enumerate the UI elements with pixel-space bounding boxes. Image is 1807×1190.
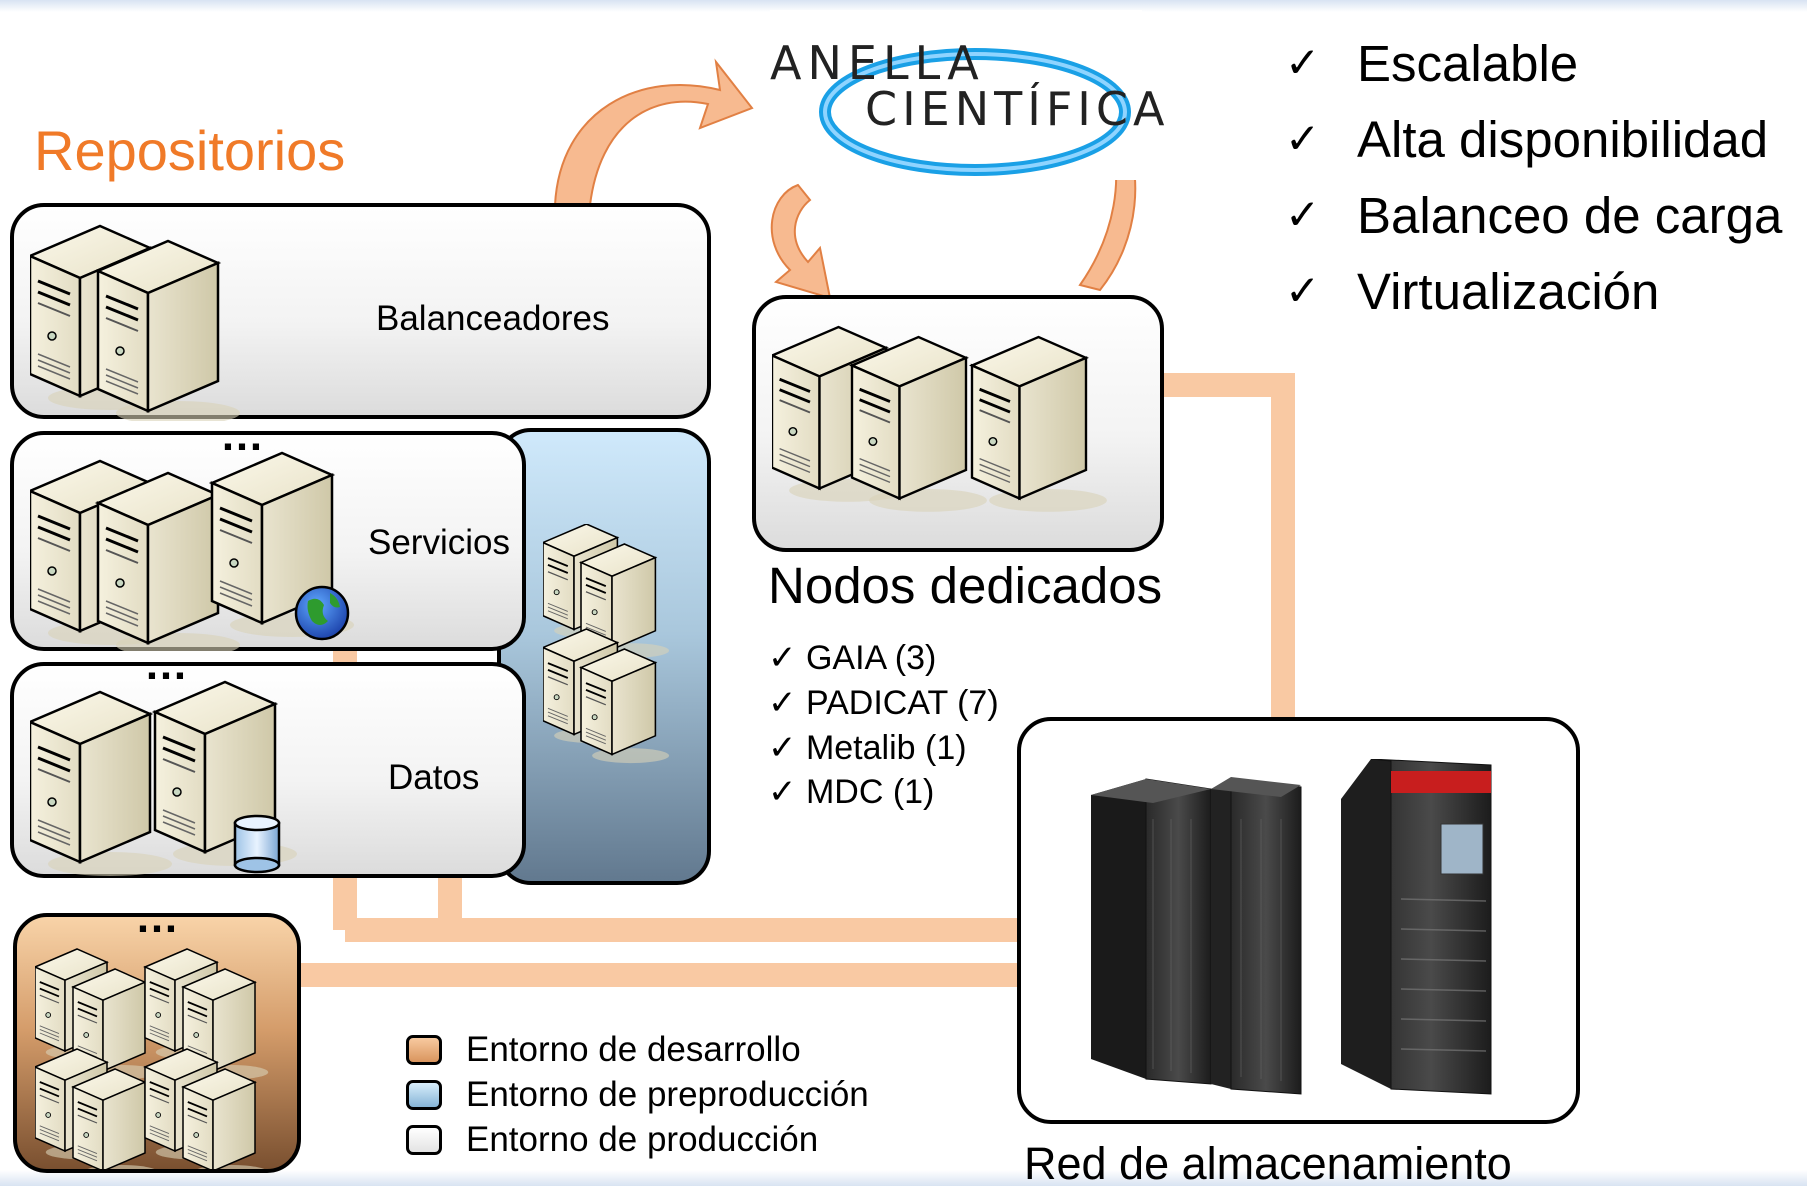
check-icon: ✓: [768, 729, 797, 767]
legend-label: Entorno de preproducción: [466, 1075, 869, 1114]
feature-item: Alta disponibilidad: [1357, 111, 1769, 168]
globe-icon: [294, 585, 350, 641]
nodos-item: ✓ Metalib (1): [768, 729, 967, 767]
storage-box: [1017, 717, 1580, 1124]
anella-ring-icon: [819, 48, 1131, 176]
balanceadores-box: Balanceadores: [10, 203, 711, 421]
servicios-servers-icon: [30, 451, 356, 651]
datos-ellipsis: …: [144, 640, 188, 689]
datos-box: … Datos: [10, 640, 526, 878]
bottom-band: [0, 1170, 1807, 1186]
balanceadores-servers-icon: [30, 224, 242, 421]
servicios-label: Servicios: [368, 523, 510, 562]
preproduction-servers-icon: [543, 524, 670, 765]
check-icon: ✓: [768, 773, 797, 811]
legend-swatch-preproduction: [406, 1080, 442, 1110]
development-box: …: [13, 893, 301, 1173]
check-icon: ✓: [1285, 267, 1321, 314]
check-icon: ✓: [1285, 191, 1321, 238]
legend-swatch-development: [406, 1035, 442, 1065]
database-icon: [233, 814, 281, 874]
legend-label: Entorno de desarrollo: [466, 1030, 801, 1069]
page-title: Repositorios: [34, 119, 346, 182]
top-band: [0, 0, 1807, 12]
preproduction-box: [497, 428, 711, 885]
nodos-servers-icon: [772, 325, 1109, 514]
nodos-item: ✓ MDC (1): [768, 773, 935, 811]
anella-line1: ANELLA: [770, 36, 985, 90]
feature-item: Escalable: [1357, 35, 1579, 92]
check-icon: ✓: [1285, 39, 1321, 86]
datos-label: Datos: [388, 758, 480, 797]
storage-title: Red de almacenamiento: [1024, 1138, 1512, 1189]
anella-cientifica-logo: ANELLA CIENTÍFICA: [770, 10, 1164, 180]
nodos-item: ✓ GAIA (3): [768, 639, 937, 677]
development-servers-icon: [35, 948, 270, 1169]
check-icon: ✓: [1285, 115, 1321, 162]
nodos-dedicados-box: [752, 295, 1164, 552]
nodos-item: ✓ PADICAT (7): [768, 684, 999, 722]
check-icon: ✓: [768, 639, 797, 677]
feature-item: Balanceo de carga: [1357, 187, 1783, 244]
anella-line2: CIENTÍFICA: [865, 82, 1170, 136]
servicios-ellipsis: …: [220, 411, 264, 460]
feature-item: Virtualización: [1357, 263, 1660, 320]
servicios-box: … Servicios: [10, 411, 526, 651]
storage-racks-icon: [1091, 759, 1492, 1095]
datos-servers-icon: [30, 680, 299, 878]
development-ellipsis: …: [135, 893, 179, 942]
check-icon: ✓: [768, 684, 797, 722]
legend-swatch-production: [406, 1125, 442, 1155]
legend-label: Entorno de producción: [466, 1120, 819, 1159]
balanceadores-label: Balanceadores: [376, 299, 610, 338]
nodos-dedicados-title: Nodos dedicados: [768, 557, 1163, 614]
